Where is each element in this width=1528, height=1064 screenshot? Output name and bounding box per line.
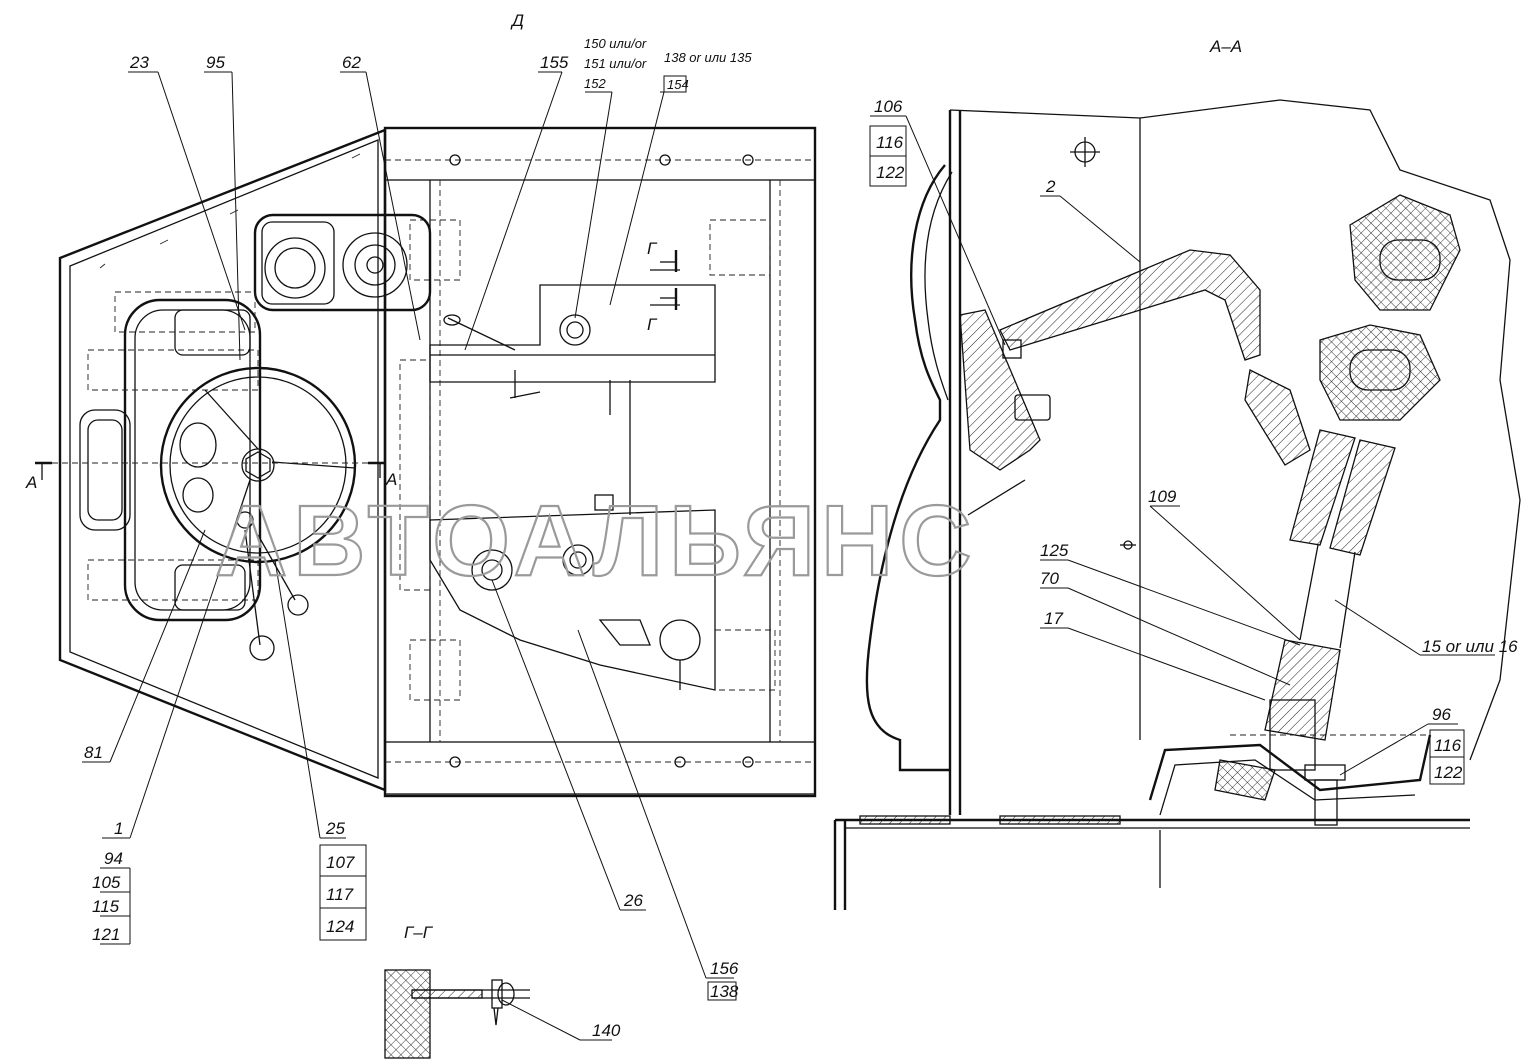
cab-outer-panel [865, 164, 950, 772]
callout-62: 62 [342, 53, 361, 72]
callout-94: 94 [104, 849, 123, 868]
callout-70: 70 [1040, 569, 1059, 588]
callout-154: 154 [667, 77, 689, 92]
callout-81: 81 [84, 743, 103, 762]
frame-bolt-holes [449, 154, 754, 768]
frame-top-bar [384, 127, 816, 181]
callout-116-a: 116 [876, 133, 904, 152]
leader-lines-section-aa [869, 115, 1495, 785]
lever-assembly-upper [429, 269, 716, 515]
mount-plate [959, 309, 1041, 471]
callout-23: 23 [129, 53, 149, 72]
section-gg: Г–Г 140 [384, 923, 621, 1059]
callout-17: 17 [1044, 609, 1063, 628]
view-d: А А Г Г Д [25, 11, 817, 1001]
steering-wheel [159, 366, 357, 661]
callout-26: 26 [623, 891, 643, 910]
callout-140: 140 [592, 1021, 621, 1040]
view-d-title: Д [510, 11, 524, 30]
callout-15-16: 15 or или 16 [1422, 637, 1518, 656]
callout-25: 25 [325, 819, 345, 838]
callout-2: 2 [1045, 177, 1056, 196]
section-aa: А–А [833, 37, 1521, 910]
callout-121: 121 [92, 925, 120, 944]
callout-stack-25 [319, 844, 367, 941]
section-line-g [660, 250, 678, 310]
section-mark-a-left: А [25, 473, 37, 492]
steering-column [1214, 194, 1461, 826]
callout-155: 155 [540, 53, 569, 72]
frame-main [383, 126, 817, 798]
floor-panel-outline [58, 128, 387, 792]
callout-115: 115 [92, 897, 120, 916]
callout-122-b: 122 [1434, 763, 1463, 782]
callout-117: 117 [326, 885, 354, 904]
callout-151: 151 или/or [584, 56, 647, 71]
driver-seat [79, 291, 262, 622]
callout-96: 96 [1432, 705, 1451, 724]
dash-panel [948, 110, 962, 815]
callout-125: 125 [1040, 541, 1069, 560]
callout-156: 156 [710, 959, 739, 978]
leader-lines-view-d [82, 71, 734, 979]
callout-109: 109 [1148, 487, 1177, 506]
section-mark-a-right: А [385, 470, 397, 489]
callout-152: 152 [584, 76, 606, 91]
callout-box-154 [663, 75, 687, 93]
section-mark-g-bottom: Г [647, 315, 658, 334]
section-gg-title: Г–Г [404, 923, 434, 942]
callout-95: 95 [206, 53, 225, 72]
callout-138-135: 138 or или 135 [664, 50, 752, 65]
callout-1: 1 [114, 819, 123, 838]
section-mark-g-top: Г [647, 239, 658, 258]
pedal-housing [253, 213, 432, 312]
callout-box-138 [707, 981, 737, 1001]
callout-105: 105 [92, 873, 121, 892]
floor-panel-inner [69, 139, 379, 779]
frame-bottom-bar [384, 741, 816, 795]
section-line-a [35, 461, 385, 480]
section-aa-title: А–А [1209, 37, 1242, 56]
callout-150: 150 или/or [584, 36, 647, 51]
callout-107: 107 [326, 853, 355, 872]
callout-122-a: 122 [876, 163, 905, 182]
callout-138: 138 [710, 982, 739, 1001]
pedal-bracket [999, 249, 1261, 361]
watermark: АВТОАЛЬЯНС [215, 485, 978, 597]
callout-124: 124 [326, 917, 354, 936]
callout-stack-1 [100, 867, 131, 945]
callout-116-b: 116 [1434, 736, 1462, 755]
cab-floor [833, 818, 1470, 910]
callout-106: 106 [874, 97, 903, 116]
